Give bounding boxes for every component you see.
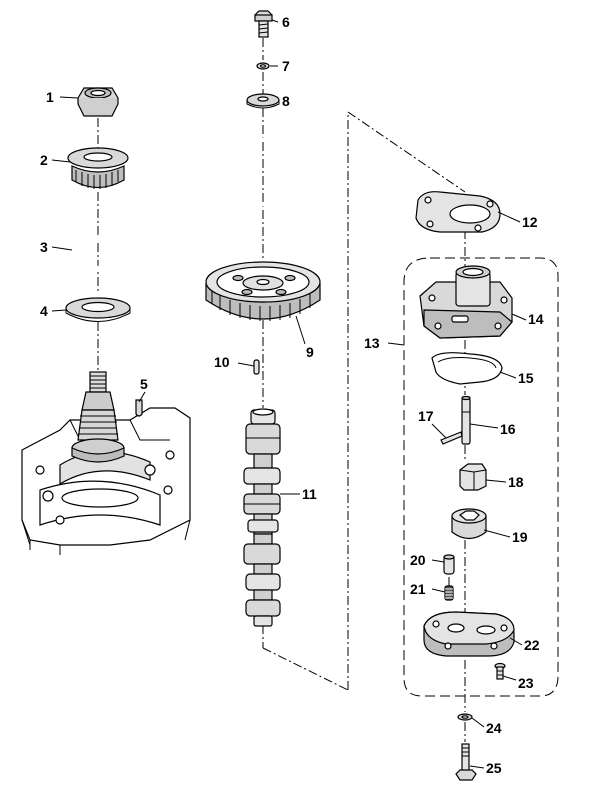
- part-22-pump-cover[interactable]: [423, 611, 515, 657]
- callout-1: 1: [46, 89, 54, 105]
- engine-crankcase: [21, 407, 191, 555]
- callout-9: 9: [306, 344, 314, 360]
- part-25-pump-bolt[interactable]: [455, 743, 477, 781]
- part-6-bolt[interactable]: [254, 10, 273, 38]
- part-5-woodruff-key[interactable]: [135, 399, 143, 417]
- part-11-camshaft[interactable]: [243, 408, 281, 627]
- part-14-pump-housing[interactable]: [419, 265, 513, 339]
- callout-23: 23: [518, 675, 534, 691]
- callout-15: 15: [518, 370, 534, 386]
- assembly-centerlines: [97, 38, 466, 742]
- callout-3: 3: [40, 239, 48, 255]
- callout-14: 14: [528, 311, 544, 327]
- callout-18: 18: [508, 474, 524, 490]
- part-1-nut[interactable]: [77, 87, 119, 117]
- callout-20: 20: [410, 552, 426, 568]
- callout-4: 4: [40, 303, 48, 319]
- part-8-washer[interactable]: [246, 93, 280, 109]
- callout-13: 13: [364, 335, 380, 351]
- part-17-drive-pin[interactable]: [440, 431, 463, 445]
- callout-7: 7: [282, 58, 290, 74]
- callout-17: 17: [418, 408, 434, 424]
- part-23-cover-screw[interactable]: [494, 662, 506, 680]
- callout-19: 19: [512, 529, 528, 545]
- callout-24: 24: [486, 720, 502, 736]
- part-13-oil-pump-assembly-boundary[interactable]: [403, 257, 559, 697]
- part-9-camshaft-pulley[interactable]: [205, 261, 321, 321]
- callout-10: 10: [214, 354, 230, 370]
- leader-lines: [51, 19, 527, 769]
- part-10-dowel-pin[interactable]: [253, 359, 260, 375]
- callout-22: 22: [524, 637, 540, 653]
- part-18-inner-rotor[interactable]: [459, 463, 487, 491]
- part-3-timing-belt[interactable]: [69, 134, 318, 275]
- part-7-lock-washer[interactable]: [256, 62, 270, 70]
- part-21-relief-spring[interactable]: [444, 585, 454, 601]
- part-24-washer[interactable]: [457, 713, 473, 721]
- part-12-gasket[interactable]: [415, 191, 501, 233]
- callout-5: 5: [140, 376, 148, 392]
- callout-16: 16: [500, 421, 516, 437]
- callout-labels: 1 2 3 4 5 6 7 8 9 10 11 12 13 14 15 16 1…: [40, 14, 544, 776]
- callout-21: 21: [410, 581, 426, 597]
- callout-25: 25: [486, 760, 502, 776]
- part-19-outer-rotor[interactable]: [451, 508, 487, 540]
- crankshaft-end: [71, 371, 125, 463]
- callout-2: 2: [40, 152, 48, 168]
- callout-11: 11: [302, 486, 317, 502]
- part-2-drive-sprocket[interactable]: [67, 147, 129, 189]
- callout-8: 8: [282, 93, 290, 109]
- part-16-pump-shaft[interactable]: [461, 395, 471, 445]
- callout-12: 12: [522, 214, 538, 230]
- callout-6: 6: [282, 14, 290, 30]
- part-4-washer[interactable]: [65, 297, 131, 322]
- part-20-relief-plunger[interactable]: [443, 554, 455, 575]
- part-15-pump-gasket[interactable]: [431, 352, 503, 385]
